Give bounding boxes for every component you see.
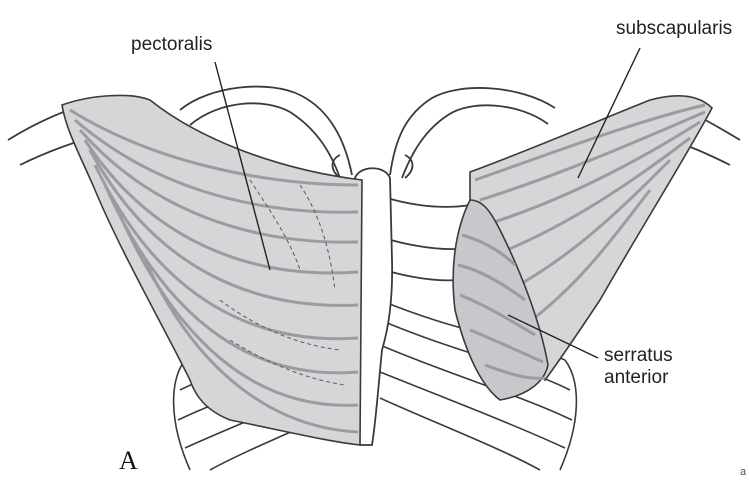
panel-letter: A (119, 446, 138, 476)
serratus-anterior-label-line1: serratus (604, 345, 673, 367)
pectoralis-muscle (62, 95, 362, 445)
pectoralis-label: pectoralis (131, 34, 212, 56)
subscapularis-label: subscapularis (616, 18, 732, 40)
corner-mark: a (740, 466, 746, 478)
serratus-anterior-label-line2: anterior (604, 367, 668, 389)
